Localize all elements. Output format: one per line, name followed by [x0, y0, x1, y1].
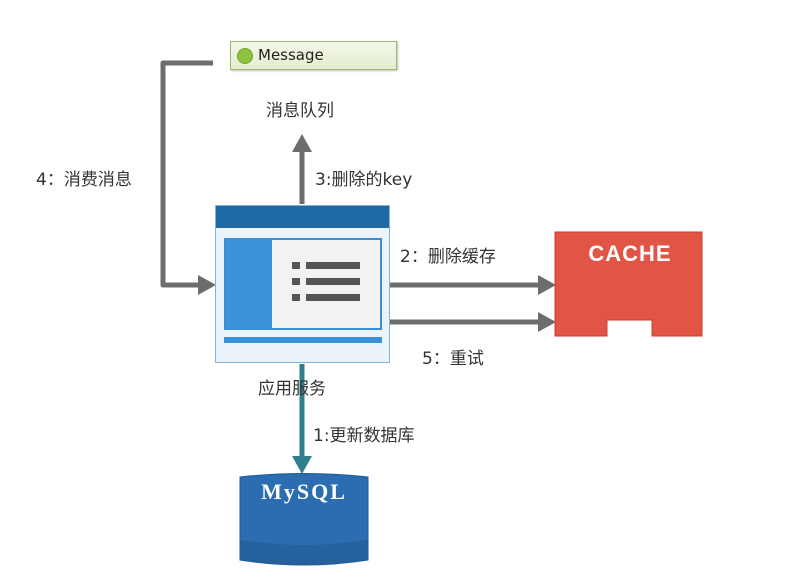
app-service-icon: [215, 205, 390, 363]
list-line: [306, 278, 360, 285]
cache-block: [554, 231, 703, 337]
list-line: [306, 294, 360, 301]
arrow-update-db-head: [292, 456, 312, 474]
app-sidebar: [226, 240, 272, 328]
list-bullet: [292, 262, 300, 269]
list-bullet: [292, 278, 300, 285]
arrow-delete-cache-head: [538, 275, 556, 295]
step-retry: 5：重试: [422, 349, 484, 369]
arrow-retry-head: [538, 312, 556, 332]
app-content-pane: [224, 238, 382, 330]
list-line: [306, 262, 360, 269]
arrow-delete-key-head: [292, 134, 312, 152]
mysql-label: MySQL: [261, 479, 347, 504]
step-delete-key: 3:删除的key: [315, 170, 413, 190]
list-bullet: [292, 294, 300, 301]
app-footer-bar: [224, 337, 382, 343]
mysql-shadow: [240, 540, 368, 565]
app-titlebar: [216, 206, 389, 228]
message-label: Message: [258, 46, 324, 64]
app-label: 应用服务: [258, 379, 326, 399]
status-dot-icon: [237, 48, 253, 64]
step-delete-cache: 2：删除缓存: [400, 247, 496, 267]
arrow-consume-message: [160, 60, 213, 288]
step-update-db: 1:更新数据库: [313, 426, 415, 446]
message-badge: Message: [230, 41, 397, 70]
queue-label: 消息队列: [266, 101, 334, 121]
cache-label: CACHE: [588, 241, 672, 266]
step-consume-message: 4：消费消息: [36, 170, 132, 190]
arrow-consume-message-head: [198, 275, 216, 295]
